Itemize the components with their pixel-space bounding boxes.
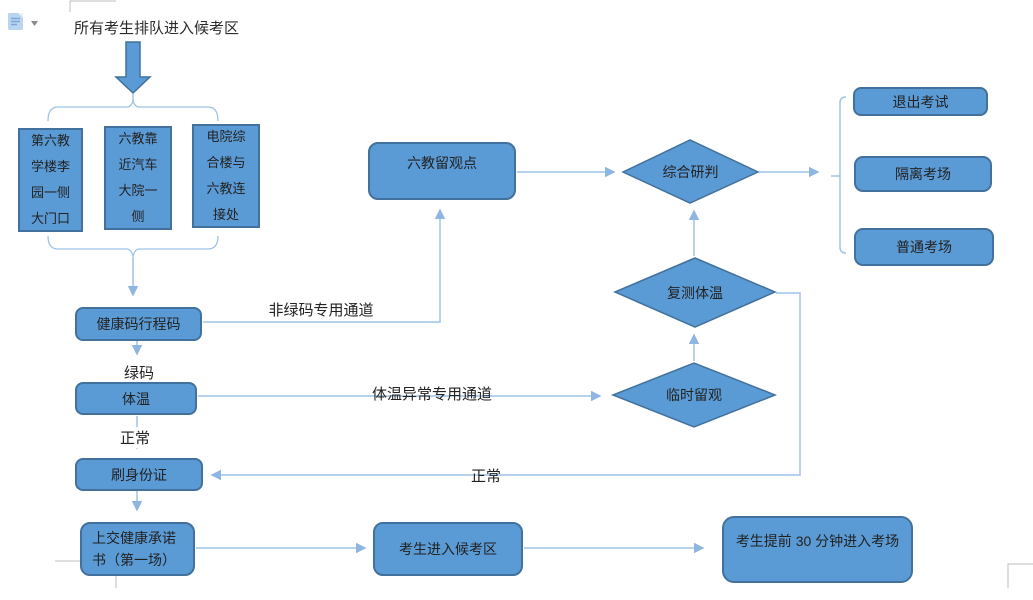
text-boundary-corner-bottom-right	[1007, 563, 1033, 588]
edge-label-non-green-channel: 非绿码专用通道	[268, 302, 374, 319]
node-health-commitment[interactable]: 上交健康承诺书（第一场）	[80, 522, 195, 576]
paste-options-icon[interactable]	[8, 13, 23, 30]
diamond-temporary-observation[interactable]	[610, 362, 778, 428]
edge-label-normal-after-retest: 正常	[470, 468, 501, 485]
edge-label-green-code: 绿码	[123, 365, 154, 382]
diamond-comprehensive-judgement[interactable]	[621, 139, 760, 204]
node-isolation-room[interactable]: 隔离考场	[854, 156, 992, 192]
start-arrow-shape[interactable]	[114, 41, 152, 95]
flowchart-title: 所有考生排队进入候考区	[74, 20, 240, 37]
node-temporary-observation[interactable]: 临时留观	[666, 387, 722, 403]
node-id-card-check[interactable]: 刷身份证	[75, 458, 203, 491]
node-exit-exam[interactable]: 退出考试	[853, 87, 988, 116]
node-observation-point[interactable]: 六教留观点	[368, 142, 516, 200]
edge-label-normal-after-temperature: 正常	[115, 427, 155, 448]
chevron-down-icon[interactable]	[31, 21, 38, 26]
entry-box-connection[interactable]: 电院综合楼与六教连接处	[192, 124, 260, 228]
node-enter-waiting-area[interactable]: 考生进入候考区	[373, 522, 523, 576]
diamond-retest-temperature[interactable]	[613, 257, 777, 328]
node-health-code[interactable]: 健康码行程码	[75, 307, 202, 341]
brace-top	[47, 98, 219, 122]
entry-box-car-yard[interactable]: 六教靠近汽车大院一侧	[104, 126, 172, 230]
node-comprehensive-judgement[interactable]: 综合研判	[662, 163, 719, 180]
node-retest-temperature[interactable]: 复测体温	[667, 284, 723, 301]
node-enter-exam-room[interactable]: 考生提前 30 分钟进入考场	[722, 516, 913, 583]
node-normal-room[interactable]: 普通考场	[854, 228, 994, 266]
edge-label-abnormal-temp-channel: 体温异常专用通道	[371, 386, 492, 403]
connector-retest-normal-return	[210, 292, 801, 481]
entry-box-gate[interactable]: 第六教学楼李园一侧大门口	[18, 128, 83, 232]
connector-non-green-channel	[203, 208, 446, 323]
text-boundary-corner-top	[69, 0, 116, 12]
node-temperature[interactable]: 体温	[75, 382, 197, 415]
brace-bottom	[47, 235, 219, 259]
bracket-outcomes	[839, 96, 847, 254]
